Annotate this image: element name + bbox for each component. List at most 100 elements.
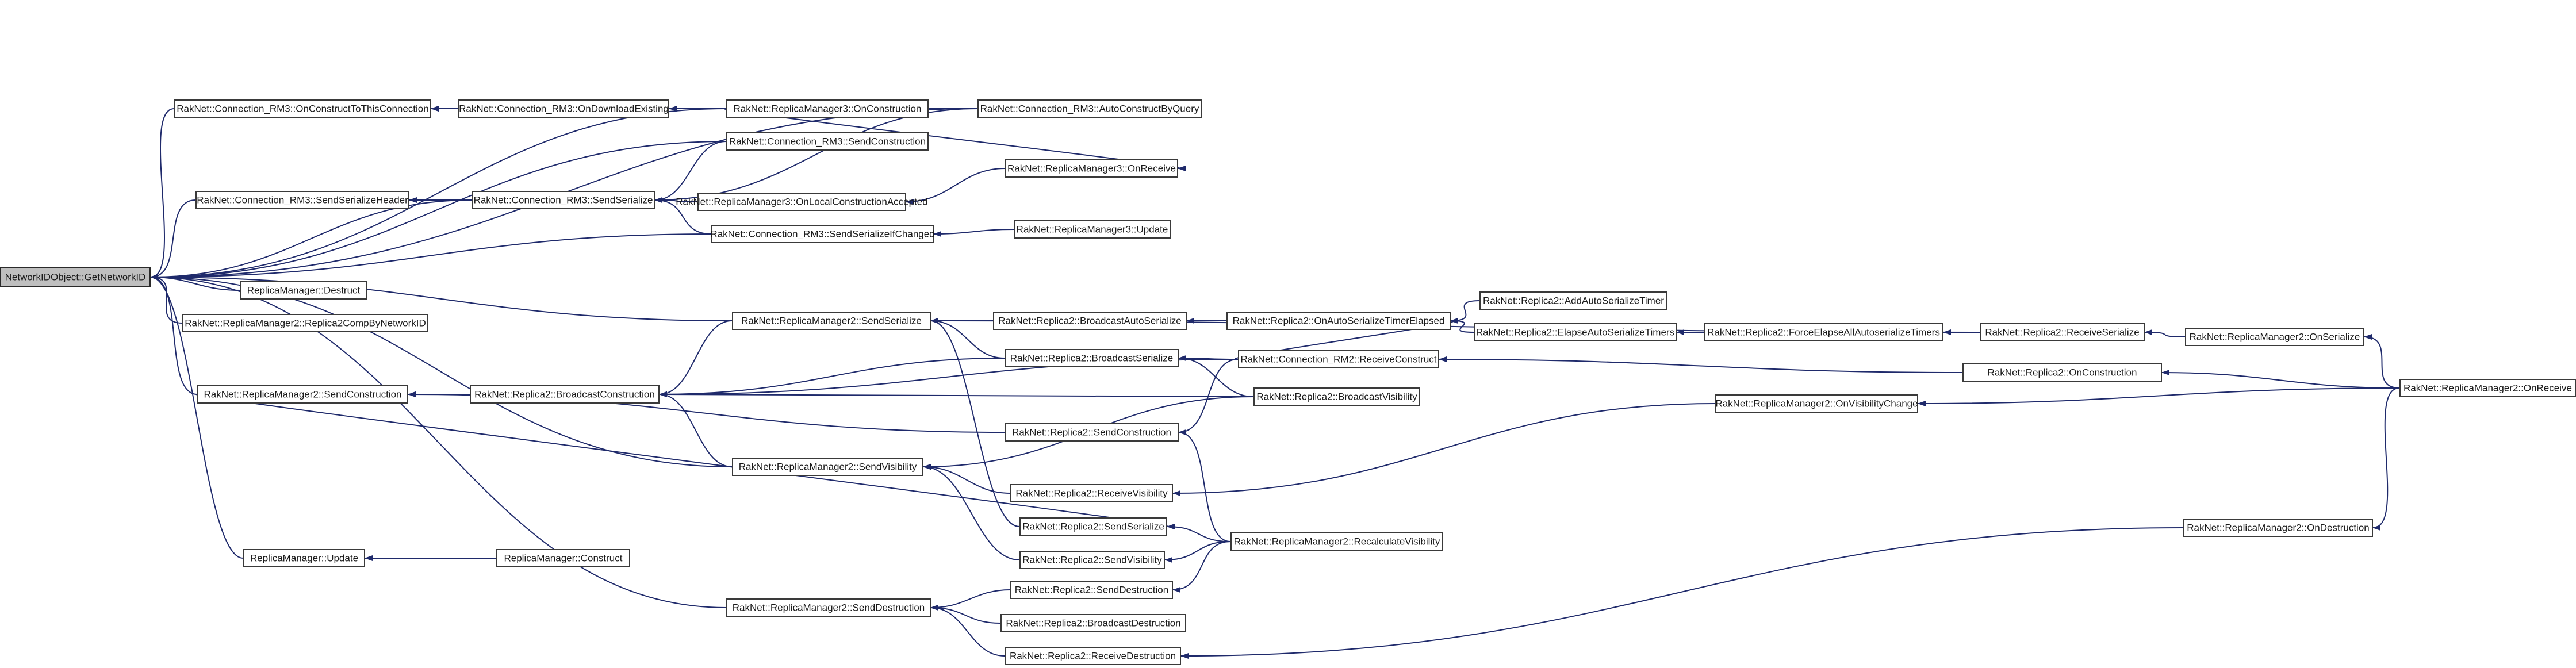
node-rm2-sendvisibility[interactable]: RakNet::ReplicaManager2::SendVisibility — [732, 458, 923, 476]
node-label: RakNet::ReplicaManager2::SendConstructio… — [204, 389, 402, 400]
node-box — [732, 458, 923, 476]
edge-replica2compbynetworkid-to-root — [150, 274, 183, 324]
node-box — [2183, 519, 2373, 537]
node-label: RakNet::Connection_RM3::SendSerializeIfC… — [710, 229, 934, 240]
edge-r2_broadcastdestruction-to-rm2_senddestruction — [930, 605, 1001, 624]
node-rm-destruct[interactable]: ReplicaManager::Destruct — [240, 281, 367, 300]
node-rm2-onserialize[interactable]: RakNet::ReplicaManager2::OnSerialize — [2185, 328, 2364, 346]
edge-sendserializeheader-to-root — [150, 199, 196, 280]
node-r2-receivevisibility[interactable]: RakNet::Replica2::ReceiveVisibility — [1010, 484, 1173, 502]
node-label: RakNet::Replica2::ReceiveSerialize — [1985, 327, 2139, 338]
node-autoconstructbyquery[interactable]: RakNet::Connection_RM3::AutoConstructByQ… — [977, 99, 1202, 118]
edge-rm3_onreceive-to-onlocalconstructionaccepted — [906, 168, 1006, 205]
node-box — [1479, 291, 1667, 310]
node-r2-onautoserializetimerelapsed[interactable]: RakNet::Replica2::OnAutoSerializeTimerEl… — [1226, 312, 1451, 330]
node-onconstructtothisconnection[interactable]: RakNet::Connection_RM3::OnConstructToThi… — [174, 99, 431, 118]
node-box — [1019, 551, 1165, 569]
node-rm3-sendconstruction[interactable]: RakNet::Connection_RM3::SendConstruction — [726, 132, 929, 151]
node-r2-receivedestruction[interactable]: RakNet::Replica2::ReceiveDestruction — [1005, 647, 1181, 665]
node-box — [726, 99, 929, 118]
node-box — [182, 314, 428, 332]
node-rm3-update[interactable]: RakNet::ReplicaManager3::Update — [1014, 220, 1171, 239]
edge-rm2_recalculatevisibility-to-r2_sendvisibility — [1164, 541, 1231, 563]
node-rm3conn-sendserialize[interactable]: RakNet::Connection_RM3::SendSerialize — [471, 191, 655, 209]
edge-sendserializeifchanged-to-root — [150, 233, 712, 280]
edge-rm3_update-to-sendserializeifchanged — [933, 229, 1014, 237]
node-label: NetworkIDObject::GetNetworkID — [5, 272, 146, 283]
node-sendserializeifchanged[interactable]: RakNet::Connection_RM3::SendSerializeIfC… — [710, 225, 935, 243]
node-rm-update[interactable]: ReplicaManager::Update — [243, 549, 365, 567]
node-r2-broadcastdestruction[interactable]: RakNet::Replica2::BroadcastDestruction — [1000, 614, 1186, 632]
node-label: RakNet::ReplicaManager2::OnDestruction — [2187, 523, 2369, 533]
node-label: RakNet::Replica2::ElapseAutoSerializeTim… — [1476, 327, 1674, 338]
node-box — [1014, 220, 1171, 239]
node-label: RakNet::ReplicaManager2::Replica2CompByN… — [185, 318, 426, 329]
node-root[interactable]: NetworkIDObject::GetNetworkID — [0, 267, 151, 287]
node-r2-onconstruction[interactable]: RakNet::Replica2::OnConstruction — [1962, 363, 2162, 382]
node-label: RakNet::ReplicaManager2::OnSerialize — [2190, 332, 2360, 343]
node-replica2compbynetworkid[interactable]: RakNet::ReplicaManager2::Replica2CompByN… — [182, 314, 428, 332]
node-box — [1230, 532, 1443, 551]
node-box — [977, 99, 1202, 118]
node-r2-broadcastvisibility[interactable]: RakNet::Replica2::BroadcastVisibility — [1254, 387, 1420, 406]
edge-rm2_sendserialize-to-root — [150, 274, 733, 321]
node-rm-construct[interactable]: ReplicaManager::Construct — [496, 549, 630, 567]
node-label: RakNet::ReplicaManager3::OnReceive — [1007, 163, 1176, 174]
edge-onconstructtothisconnection-to-root — [150, 108, 175, 280]
node-rm2-onvisibilitychange[interactable]: RakNet::ReplicaManager2::OnVisibilityCha… — [1715, 394, 1918, 413]
node-rm2conn-receiveconstruct[interactable]: RakNet::Connection_RM2::ReceiveConstruct — [1238, 350, 1439, 368]
node-r2-sendserialize[interactable]: RakNet::Replica2::SendSerialize — [1019, 517, 1167, 536]
node-rm3-onreceive[interactable]: RakNet::ReplicaManager3::OnReceive — [1005, 159, 1178, 178]
node-r2-sendconstruction[interactable]: RakNet::Replica2::SendConstruction — [1005, 423, 1179, 442]
node-label: RakNet::Replica2::BroadcastDestruction — [1006, 618, 1180, 629]
edge-rm2_sendvisibility-to-root — [150, 274, 733, 467]
node-rm2-sendconstruction[interactable]: RakNet::ReplicaManager2::SendConstructio… — [197, 385, 408, 404]
node-box — [1980, 323, 2145, 341]
node-r2-receiveserialize[interactable]: RakNet::Replica2::ReceiveSerialize — [1980, 323, 2145, 341]
node-r2-broadcastserialize[interactable]: RakNet::Replica2::BroadcastSerialize — [1005, 349, 1179, 367]
node-r2-elapseautoserializetimers[interactable]: RakNet::Replica2::ElapseAutoSerializeTim… — [1474, 323, 1677, 341]
node-r2-sendvisibility[interactable]: RakNet::Replica2::SendVisibility — [1019, 551, 1165, 569]
node-label: RakNet::Connection_RM3::SendSerializeHea… — [197, 195, 408, 206]
edge-r2_sendvisibility-to-rm2_sendvisibility — [923, 464, 1020, 560]
edges — [150, 106, 2400, 659]
node-rm2-onreceive[interactable]: RakNet::ReplicaManager2::OnReceive — [2399, 379, 2576, 397]
edge-rm2_sendserialize-to-r2_broadcastconstruction — [659, 320, 733, 397]
node-sendserializeheader[interactable]: RakNet::Connection_RM3::SendSerializeHea… — [195, 191, 409, 209]
node-onlocalconstructionaccepted[interactable]: RakNet::ReplicaManager3::OnLocalConstruc… — [676, 193, 928, 211]
node-r2-forceelapseall[interactable]: RakNet::Replica2::ForceElapseAllAutoseri… — [1704, 323, 1943, 341]
node-label: RakNet::Connection_RM3::AutoConstructByQ… — [980, 103, 1199, 114]
node-box — [243, 549, 365, 567]
node-label: RakNet::Connection_RM3::SendConstruction — [729, 136, 926, 147]
node-rm2-senddestruction[interactable]: RakNet::ReplicaManager2::SendDestruction — [726, 598, 931, 617]
node-rm2-recalculatevisibility[interactable]: RakNet::ReplicaManager2::RecalculateVisi… — [1230, 532, 1443, 551]
node-box — [496, 549, 630, 567]
node-label: ReplicaManager::Destruct — [247, 285, 361, 296]
node-rm3-onconstruction[interactable]: RakNet::ReplicaManager3::OnConstruction — [726, 99, 929, 118]
node-box — [1704, 323, 1943, 341]
edge-rm2_recalculatevisibility-to-r2_senddestruction — [1172, 541, 1231, 593]
edge-rm2_sendvisibility-to-r2_broadcastconstruction — [659, 391, 733, 467]
node-label: RakNet::Replica2::AddAutoSerializeTimer — [1483, 295, 1664, 306]
node-rm2-ondestruction[interactable]: RakNet::ReplicaManager2::OnDestruction — [2183, 519, 2373, 537]
edge-r2_broadcastserialize-to-rm2_sendserialize — [930, 318, 1005, 359]
node-r2-senddestruction[interactable]: RakNet::Replica2::SendDestruction — [1010, 581, 1173, 599]
node-label: RakNet::Replica2::ReceiveDestruction — [1010, 651, 1176, 662]
node-r2-broadcastautoserialize[interactable]: RakNet::Replica2::BroadcastAutoSerialize — [993, 312, 1187, 330]
edge-r2_broadcastvisibility-to-r2_broadcastserialize — [1178, 355, 1254, 397]
node-box — [471, 191, 655, 209]
node-box — [1005, 159, 1178, 178]
node-box — [1019, 517, 1167, 536]
node-label: ReplicaManager::Update — [250, 553, 358, 564]
node-r2-broadcastconstruction[interactable]: RakNet::Replica2::BroadcastConstruction — [470, 385, 660, 404]
node-label: RakNet::Replica2::BroadcastConstruction — [474, 389, 655, 400]
edge-rm2_sendconstruction-to-root — [150, 274, 198, 395]
node-label: RakNet::Replica2::BroadcastSerialize — [1010, 353, 1173, 364]
edge-autoconstructbyquery-to-rm3conn_sendserialize — [654, 108, 978, 203]
node-box — [1010, 484, 1173, 502]
node-box — [0, 267, 151, 287]
node-ondownloadexisting[interactable]: RakNet::Connection_RM3::OnDownloadExisti… — [458, 99, 669, 118]
node-box — [1010, 581, 1173, 599]
node-rm2-sendserialize[interactable]: RakNet::ReplicaManager2::SendSerialize — [732, 312, 931, 330]
node-r2-addautoserializetimer[interactable]: RakNet::Replica2::AddAutoSerializeTimer — [1479, 291, 1667, 310]
